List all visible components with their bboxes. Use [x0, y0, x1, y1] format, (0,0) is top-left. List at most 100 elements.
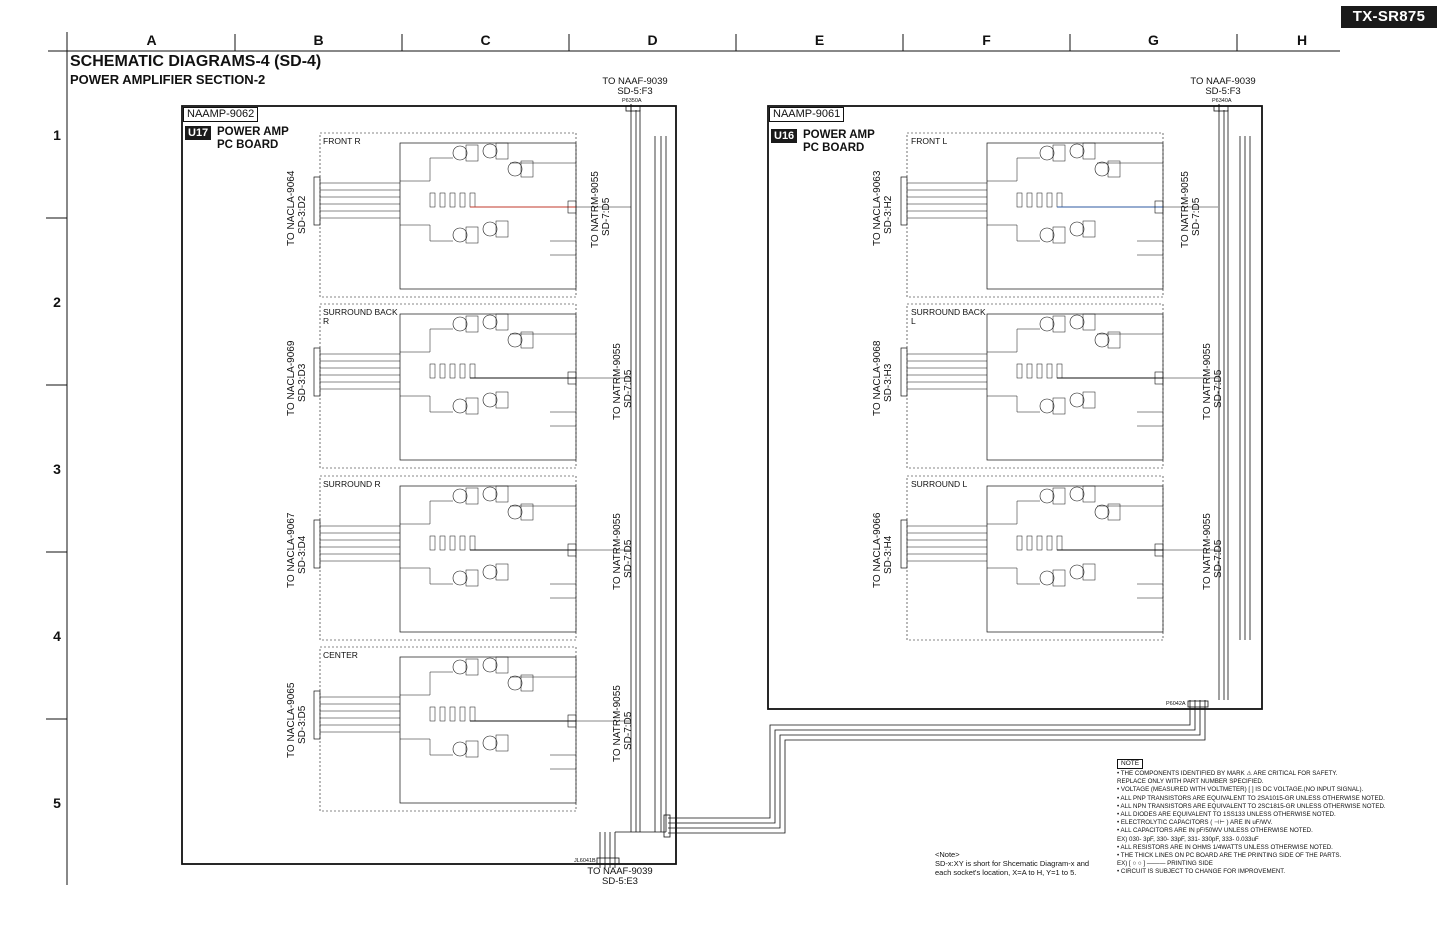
left-top-connector: P6350A — [622, 98, 642, 104]
inner-board-box — [399, 485, 577, 633]
resistor-symbol — [429, 535, 436, 551]
surround-r-out-ref: TO NATRM-9055 — [612, 513, 623, 590]
col-header-b: B — [313, 32, 324, 48]
resistor-symbol — [469, 363, 476, 379]
center-out-ref2: SD-7:D5 — [623, 711, 634, 750]
right-bottom-connector: P6042A — [1166, 701, 1186, 707]
right-unit-tag: U16 — [771, 129, 798, 143]
col-header-d: D — [647, 32, 658, 48]
left-top-ref: TO NAAF-9039 — [602, 76, 668, 87]
transistor-symbol — [1069, 221, 1085, 237]
transistor-symbol — [507, 332, 523, 348]
transistor-symbol — [1039, 316, 1055, 332]
section-surround-back-l-name: SURROUND BACK L — [911, 307, 986, 326]
transistor-symbol — [452, 488, 468, 504]
note-item: • VOLTAGE (MEASURED WITH VOLTMETER) [ ] … — [1117, 786, 1364, 794]
resistor-symbol — [1036, 363, 1043, 379]
front-l-out-ref2: SD-7:D5 — [1191, 197, 1202, 236]
resistor-symbol — [469, 192, 476, 208]
resistor-symbol — [439, 363, 446, 379]
transistor-symbol — [1069, 564, 1085, 580]
resistor-symbol — [1046, 192, 1053, 208]
surround-back-r-in-ref: TO NACLA-9069 — [286, 340, 297, 416]
input-connector — [900, 347, 908, 397]
input-connector — [900, 176, 908, 226]
section-box — [319, 132, 577, 298]
section-box — [319, 303, 577, 469]
resistor-symbol — [1046, 363, 1053, 379]
input-connector — [900, 519, 908, 569]
row-header-5: 5 — [53, 795, 61, 811]
section-center-name: CENTER — [323, 650, 358, 660]
surround-l-out-ref: TO NATRM-9055 — [1202, 513, 1213, 590]
front-r-in-ref: TO NACLA-9064 — [286, 170, 297, 246]
note-item: • CIRCUIT IS SUBJECT TO CHANGE FOR IMPRO… — [1117, 868, 1286, 876]
transistor-symbol — [1069, 143, 1085, 159]
note-item: • ALL CAPACITORS ARE IN pF/50WV UNLESS O… — [1117, 827, 1313, 835]
resistor-symbol — [1056, 363, 1063, 379]
resistor-symbol — [1036, 535, 1043, 551]
transistor-symbol — [507, 161, 523, 177]
resistor-symbol — [1016, 192, 1023, 208]
transistor-symbol — [452, 570, 468, 586]
section-surround-l-name: SURROUND L — [911, 479, 968, 489]
transistor-symbol — [482, 657, 498, 673]
surround-l-out-ref2: SD-7:D5 — [1213, 539, 1224, 578]
inner-board-box — [986, 485, 1164, 633]
transistor-symbol — [452, 227, 468, 243]
left-bottom-connector: JL6041B — [574, 858, 596, 864]
front-l-in-ref: TO NACLA-9063 — [872, 170, 883, 246]
note-item: EX) 030- 3pF, 330- 33pF, 331- 330pF, 333… — [1117, 835, 1259, 843]
col-header-a: A — [146, 32, 157, 48]
transistor-symbol — [482, 221, 498, 237]
resistor-symbol — [439, 706, 446, 722]
transistor-symbol — [452, 145, 468, 161]
surround-back-r-in-ref2: SD-3:D3 — [297, 363, 308, 402]
transistor-symbol — [1094, 504, 1110, 520]
surround-back-l-out-ref: TO NATRM-9055 — [1202, 343, 1213, 420]
resistor-symbol — [1046, 535, 1053, 551]
xy-note-line2: SD-x:XY is short for Shcematic Diagram-x… — [935, 859, 1090, 868]
center-in-ref: TO NACLA-9065 — [286, 682, 297, 758]
transistor-symbol — [482, 392, 498, 408]
surround-back-r-out-ref: TO NATRM-9055 — [612, 343, 623, 420]
resistor-symbol — [459, 192, 466, 208]
transistor-symbol — [482, 486, 498, 502]
resistor-symbol — [459, 535, 466, 551]
note-item: • ALL DIODES ARE EQUIVALENT TO 1SS133 UN… — [1117, 811, 1336, 819]
diagram-title: SCHEMATIC DIAGRAMS-4 (SD-4) — [70, 53, 322, 70]
transistor-symbol — [1039, 145, 1055, 161]
transistor-symbol — [452, 398, 468, 414]
resistor-symbol — [439, 535, 446, 551]
surround-back-l-in-ref: TO NACLA-9068 — [872, 340, 883, 416]
transistor-symbol — [507, 504, 523, 520]
right-top-ref: TO NAAF-9039 — [1190, 76, 1256, 87]
transistor-symbol — [452, 316, 468, 332]
section-front-l-name: FRONT L — [911, 136, 948, 146]
section-box — [906, 303, 1164, 469]
transistor-symbol — [482, 143, 498, 159]
right-pcb-line2: PC BOARD — [803, 142, 865, 154]
left-board-outline — [181, 105, 677, 865]
surround-l-in-ref2: SD-3:H4 — [883, 535, 894, 574]
left-bottom-ref: TO NAAF-9039 — [587, 866, 653, 877]
col-header-g: G — [1148, 32, 1159, 48]
note-item: • THE THICK LINES ON PC BOARD ARE THE PR… — [1117, 852, 1342, 860]
col-header-e: E — [814, 32, 825, 48]
section-box — [319, 475, 577, 641]
note-item: EX) [ ○ ○ ] ——— PRINTING SIDE — [1117, 860, 1213, 868]
resistor-symbol — [459, 363, 466, 379]
section-surround-r-name: SURROUND R — [323, 479, 381, 489]
resistor-symbol — [1056, 192, 1063, 208]
transistor-symbol — [507, 675, 523, 691]
resistor-symbol — [1016, 363, 1023, 379]
left-bottom-ref2: SD-5:E3 — [602, 876, 638, 887]
input-connector — [313, 347, 321, 397]
front-r-in-ref2: SD-3:D2 — [297, 195, 308, 234]
inner-board-box — [986, 142, 1164, 290]
front-l-in-ref2: SD-3:H2 — [883, 195, 894, 234]
transistor-symbol — [1069, 486, 1085, 502]
input-connector — [313, 690, 321, 740]
row-header-1: 1 — [53, 127, 61, 143]
transistor-symbol — [452, 741, 468, 757]
